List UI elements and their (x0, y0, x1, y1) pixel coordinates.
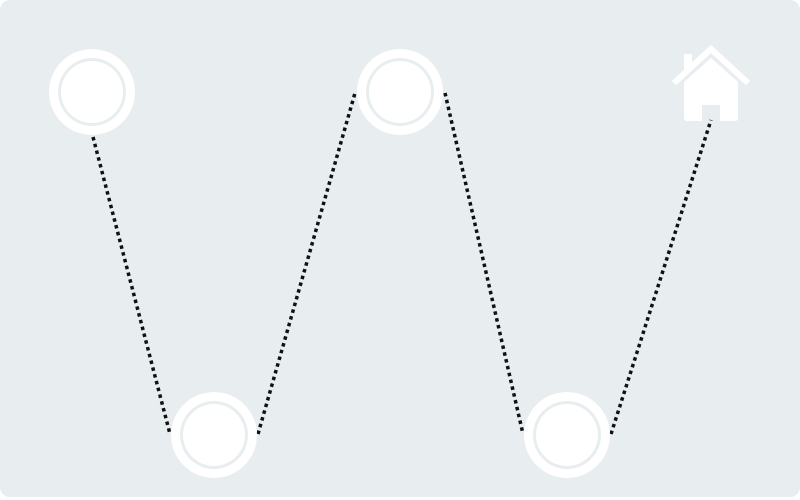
circle-node-4 (524, 392, 610, 478)
circle-node-3 (357, 49, 443, 135)
connector-node1-node2 (91, 136, 172, 435)
home-icon (671, 44, 751, 121)
connector-group (91, 92, 713, 435)
circle-node-1 (49, 49, 135, 135)
connector-node2-node3 (256, 92, 357, 435)
connector-node3-node4 (443, 92, 525, 435)
circle-node-2 (171, 392, 257, 478)
connector-node4-home (609, 119, 713, 435)
